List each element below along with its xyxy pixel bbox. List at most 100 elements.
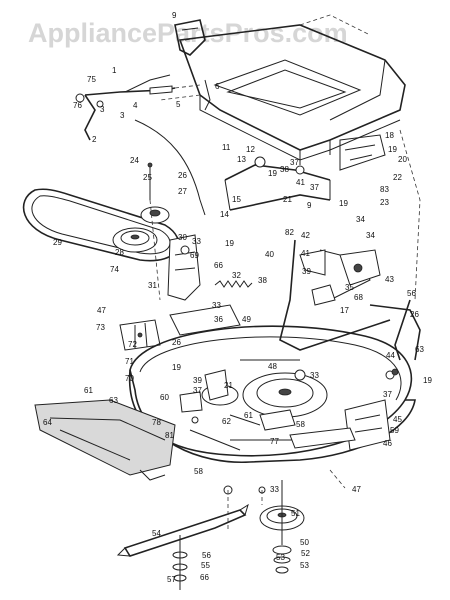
callout-label: 3	[120, 111, 125, 120]
callout-label: 15	[232, 195, 241, 204]
callout-label: 29	[53, 238, 62, 247]
callout-label: 17	[340, 306, 349, 315]
callout-label: 20	[398, 155, 407, 164]
callout-label: 72	[128, 340, 137, 349]
callout-label: 30	[178, 233, 187, 242]
callout-label: 55	[201, 561, 210, 570]
callout-label: 63	[415, 345, 424, 354]
callout-label: 14	[220, 210, 229, 219]
callout-label: 19	[268, 169, 277, 178]
guide-line	[399, 129, 421, 301]
callout-label: 74	[110, 265, 119, 274]
callout-label: 78	[152, 418, 161, 427]
callout-label: 18	[385, 131, 394, 140]
callout-label: 48	[268, 362, 277, 371]
callout-label: 39	[302, 267, 311, 276]
callout-label: 61	[244, 411, 253, 420]
chassis-frame	[159, 14, 406, 171]
callout-label: 52	[301, 549, 310, 558]
callout-label: 9	[172, 11, 177, 20]
callout-label: 47	[97, 306, 106, 315]
drive-pulley	[112, 227, 158, 253]
callout-label: 75	[87, 75, 96, 84]
callout-label: 41	[301, 249, 310, 258]
callout-label: 57	[167, 575, 176, 584]
spindle-hardware	[172, 480, 292, 590]
callout-label: 43	[385, 275, 394, 284]
callout-label: 71	[125, 357, 134, 366]
callout-label: 22	[393, 173, 402, 182]
callout-label: 51	[291, 509, 300, 518]
idler-pulley	[140, 206, 170, 224]
callout-label: 77	[270, 437, 279, 446]
callout-label: 12	[246, 145, 255, 154]
deflector	[289, 427, 356, 449]
callout-label: 34	[356, 215, 365, 224]
callout-label: 64	[43, 418, 52, 427]
callout-label: 13	[237, 155, 246, 164]
callout-label: 35	[345, 283, 354, 292]
callout-label: 53	[300, 561, 309, 570]
callout-label: 19	[225, 239, 234, 248]
callout-label: 83	[380, 185, 389, 194]
callout-label: 70	[125, 374, 134, 383]
callout-label: 45	[393, 415, 402, 424]
callout-label: 5	[176, 100, 181, 109]
callout-label: 37	[290, 158, 299, 167]
callout-label: 41	[296, 178, 305, 187]
callout-label: 56	[202, 551, 211, 560]
callout-label: 49	[242, 315, 251, 324]
callout-label: 40	[265, 250, 274, 259]
callout-label: 56	[407, 289, 416, 298]
lift-lever-assembly	[75, 19, 211, 141]
callout-label: 9	[307, 201, 312, 210]
left-bracket	[119, 319, 161, 351]
callout-label: 31	[148, 281, 157, 290]
callout-label: 33	[270, 485, 279, 494]
right-arm	[394, 299, 411, 361]
callout-label: 19	[172, 363, 181, 372]
callout-label: 44	[386, 351, 395, 360]
callout-label: 66	[214, 261, 223, 270]
callout-label: 33	[192, 237, 201, 246]
guide-line	[149, 199, 161, 301]
callout-label: 26	[410, 310, 419, 319]
callout-label: 19	[423, 376, 432, 385]
callout-label: 38	[280, 165, 289, 174]
callout-label: 26	[172, 338, 181, 347]
guide-line	[329, 469, 346, 489]
callout-label: 58	[296, 420, 305, 429]
callout-label: 66	[200, 573, 209, 582]
callout-label: 32	[232, 271, 241, 280]
callout-label: 28	[115, 248, 124, 257]
callout-label: 68	[354, 293, 363, 302]
callout-label: 50	[300, 538, 309, 547]
callout-label: 19	[339, 199, 348, 208]
callout-label: 6	[215, 82, 220, 91]
callout-label: 36	[214, 315, 223, 324]
bolt-head	[147, 162, 153, 168]
callout-labels: 9 75 1 3 4 6 5 76 2 3 18 19 20 22 83 23 …	[43, 11, 432, 584]
callout-label: 19	[388, 145, 397, 154]
callout-label: 58	[194, 467, 203, 476]
callout-label: 4	[133, 101, 138, 110]
callout-label: 37	[310, 183, 319, 192]
cable	[134, 119, 206, 216]
callout-label: 25	[143, 173, 152, 182]
callout-label: 63	[109, 396, 118, 405]
callout-label: 60	[160, 393, 169, 402]
callout-label: 11	[222, 143, 231, 152]
callout-label: 33	[310, 371, 319, 380]
callout-label: 33	[212, 301, 221, 310]
callout-label: 42	[301, 231, 310, 240]
callout-label: 59	[390, 426, 399, 435]
callout-label: 23	[380, 198, 389, 207]
callout-label: 82	[285, 228, 294, 237]
linkage-rods	[224, 156, 391, 351]
callout-label: 21	[224, 381, 233, 390]
callout-label: 26	[178, 171, 187, 180]
right-rod	[369, 304, 421, 361]
callout-label: 54	[152, 529, 161, 538]
discharge-chute	[34, 399, 176, 481]
